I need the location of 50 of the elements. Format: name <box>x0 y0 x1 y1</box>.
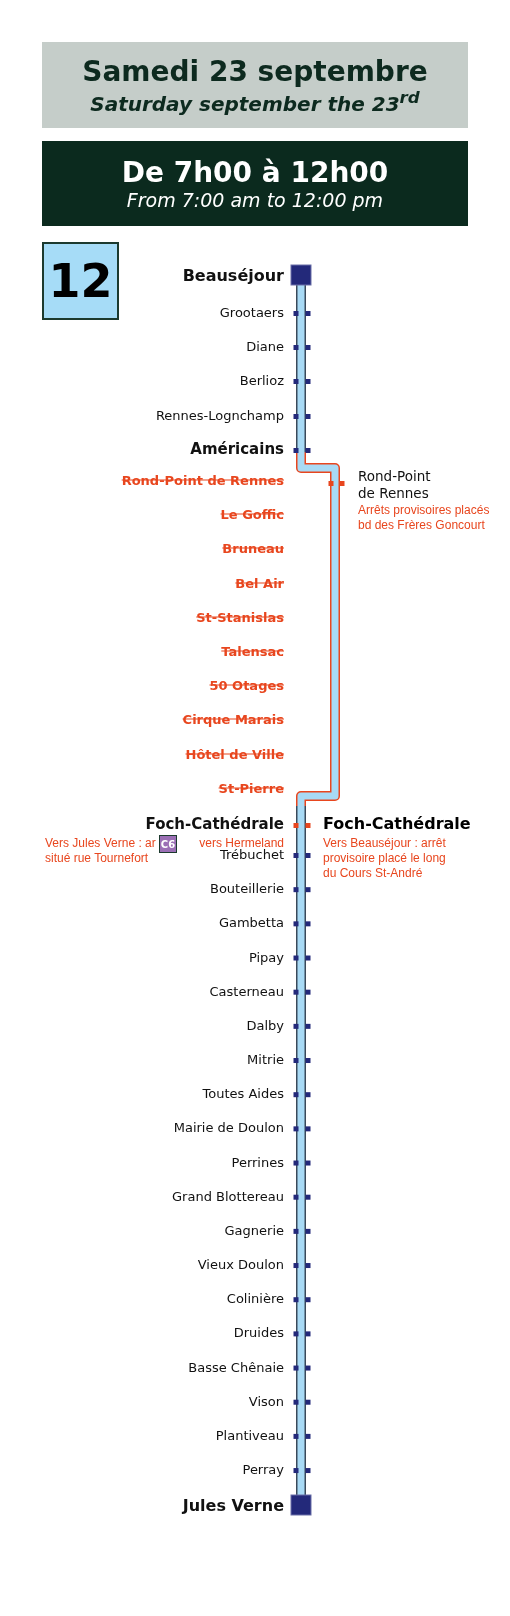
stop-name: Grand Blottereau <box>172 1188 284 1204</box>
stop-name: Pipay <box>248 949 284 964</box>
cancelled-stop-name: Cirque Marais <box>182 711 284 727</box>
stop-name: Grootaers <box>219 304 284 320</box>
stop-name: Vison <box>248 1393 284 1409</box>
stop-name: Bouteillerie <box>210 880 284 896</box>
terminus-square <box>290 264 312 286</box>
stop-name: Américains <box>190 440 284 458</box>
terminus-name: Jules Verne <box>182 1495 284 1515</box>
cancelled-stop-name: St-Pierre <box>218 780 284 796</box>
stop-name: Perrines <box>231 1154 284 1169</box>
stop-note: Vers Jules Verne : ar <box>45 836 156 850</box>
stop-name: Rond-Point de Rennes <box>358 468 432 502</box>
stop-name: Diane <box>246 338 284 354</box>
time-range-english: From 7:00 am to 12:00 pm <box>126 189 384 211</box>
stop-name: Casterneau <box>209 983 284 999</box>
stop-name: Toutes Aides <box>202 1085 284 1101</box>
stop-name: Plantiveau <box>215 1427 284 1443</box>
cancelled-stop-name: Bruneau <box>222 540 284 556</box>
stop-name: Druides <box>233 1324 284 1340</box>
cancelled-stop-name: Rond-Point de Rennes <box>121 472 284 488</box>
time-range: De 7h00 à 12h00 <box>121 156 389 189</box>
stop-name: Berlioz <box>239 372 284 388</box>
stop-name: Mitrie <box>247 1051 284 1067</box>
stop-name: Mairie de Doulon <box>173 1119 284 1135</box>
line-number-badge: 12 <box>42 242 119 320</box>
stop-name: Perray <box>242 1461 284 1477</box>
cancelled-stop-name: 50 Otages <box>209 677 284 693</box>
stop-name: Foch-Cathédrale <box>145 815 284 833</box>
stop-name: Basse Chênaie <box>188 1359 284 1375</box>
stop-name: Rennes-Lognchamp <box>155 407 284 423</box>
terminus-square <box>290 1494 312 1516</box>
cancelled-stop-name: St-Stanislas <box>196 609 284 625</box>
stop-note: Arrêts provisoires placés bd des Frères Goncourt <box>358 503 491 533</box>
line-badge: C6 <box>159 835 177 853</box>
cancelled-stop-name: Bel Air <box>235 575 284 591</box>
title: Samedi 23 septembre <box>82 54 428 88</box>
stop-name: Gambetta <box>218 914 284 930</box>
stop-name: Dalby <box>246 1017 284 1033</box>
stop-name: Gagnerie <box>224 1222 284 1238</box>
stop-name: Foch-Cathédrale <box>323 814 471 833</box>
stop-name: Colinière <box>226 1290 284 1306</box>
stop-note: Vers Beauséjour : arrêt provisoire placé le long du Cours St-André <box>323 836 447 881</box>
subtitle: Saturday september the 23$^{rd}$ <box>90 87 420 116</box>
stop-note: situé rue Tournefort <box>45 851 149 865</box>
cancelled-stop-name: Hôtel de Ville <box>185 746 284 762</box>
terminus-name: Beauséjour <box>182 265 284 285</box>
cancelled-stop-name: Talensac <box>221 643 284 659</box>
cancelled-stop-name: Le Goffic <box>220 506 284 522</box>
stop-name: Vieux Doulon <box>197 1256 284 1272</box>
